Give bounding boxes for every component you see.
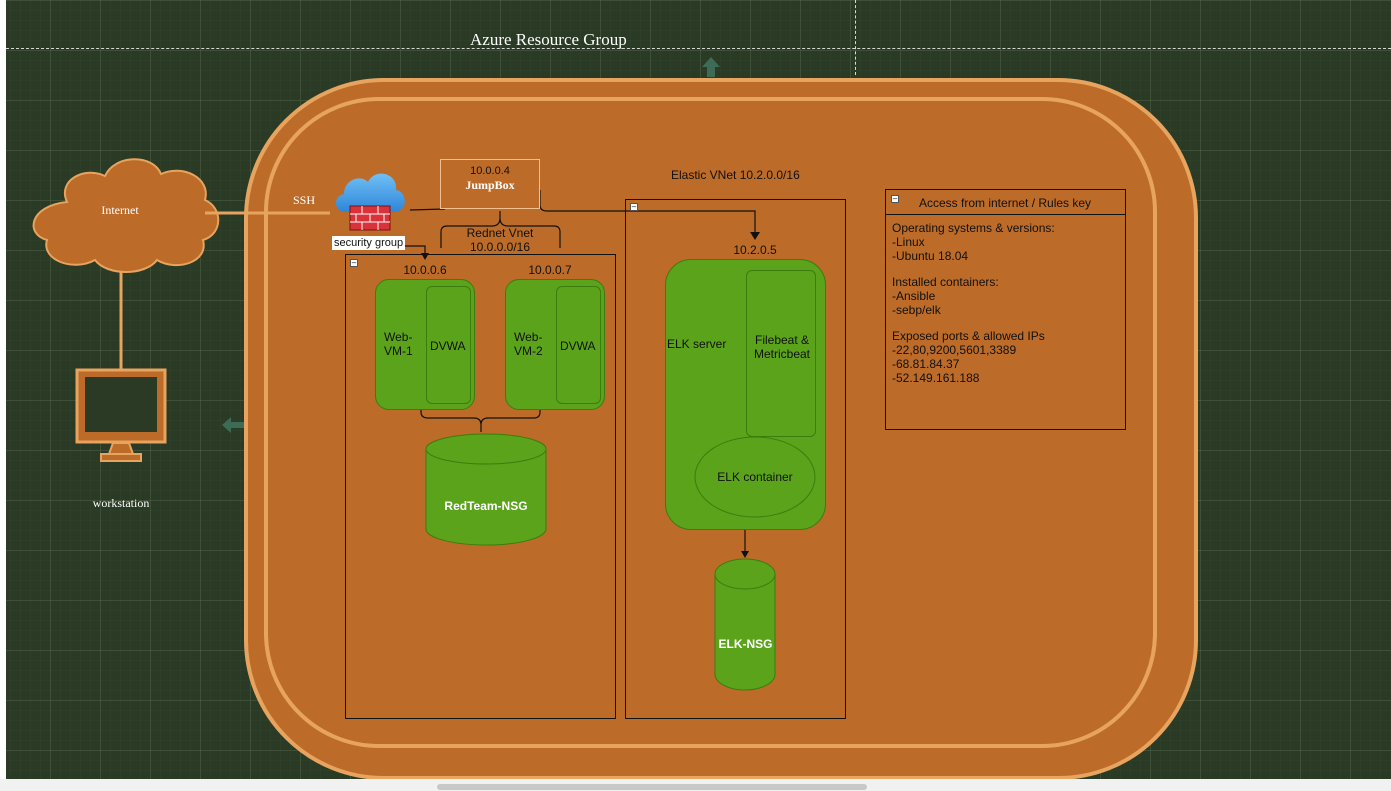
ssh-label: SSH	[293, 193, 316, 207]
dvwa-label-1: DVWA	[430, 339, 466, 353]
rules-key-panel[interactable]: – Access from internet / Rules key Opera…	[885, 189, 1126, 430]
page-break-vertical	[855, 0, 856, 75]
horizontal-scrollbar-thumb[interactable]	[437, 784, 867, 790]
rules-key-title: Access from internet / Rules key	[919, 196, 1092, 210]
jumpbox-node[interactable]: 10.0.0.4 JumpBox	[440, 159, 540, 209]
os-heading: Operating systems & versions:	[892, 221, 1055, 235]
rednet-label-group: Rednet Vnet 10.0.0.0/16	[450, 226, 550, 254]
dvwa-label-2: DVWA	[560, 339, 596, 353]
ports-heading: Exposed ports & allowed IPs	[892, 329, 1045, 343]
security-group-label[interactable]: security group	[332, 236, 406, 250]
workstation-label: workstation	[92, 496, 150, 510]
elk-server-node[interactable]: ELK server Filebeat & Metricbeat ELK con…	[665, 259, 826, 530]
rednet-vnet-container[interactable]	[345, 254, 616, 719]
redteam-nsg-cylinder-icon[interactable]	[424, 433, 548, 547]
beats-label: Filebeat & Metricbeat	[753, 333, 811, 361]
monitor-icon[interactable]	[75, 368, 167, 464]
jumpbox-name: JumpBox	[465, 178, 515, 192]
firewall-cloud-icon[interactable]	[332, 168, 408, 232]
up-arrow-hint-icon[interactable]	[700, 56, 722, 78]
elk-nsg-label: ELK-NSG	[718, 637, 773, 651]
resource-group-title[interactable]: Azure Resource Group	[470, 30, 627, 49]
redteam-nsg-label: RedTeam-NSG	[444, 499, 528, 513]
ports-item: -52.149.161.188	[892, 371, 980, 385]
jumpbox-ip: 10.0.0.4	[470, 165, 510, 177]
container-item: -Ansible	[892, 289, 936, 303]
cloud-icon[interactable]	[27, 150, 221, 275]
rednet-label: Rednet Vnet	[466, 226, 534, 240]
elk-ip: 10.2.0.5	[733, 243, 777, 257]
dvwa-container-1[interactable]: DVWA	[426, 286, 471, 404]
beats-container[interactable]: Filebeat & Metricbeat	[746, 270, 816, 437]
ports-item: -68.81.84.37	[892, 357, 960, 371]
containers-heading: Installed containers:	[892, 275, 999, 289]
vm2-ip: 10.0.0.7	[528, 263, 572, 277]
elk-nsg-cylinder-icon[interactable]	[714, 558, 777, 692]
vm1-ip: 10.0.0.6	[403, 263, 447, 277]
web-vm-2[interactable]: Web-VM-2 DVWA	[505, 279, 605, 410]
page-break-horizontal	[6, 48, 1391, 49]
rules-key-header: – Access from internet / Rules key	[886, 190, 1125, 215]
collapse-icon[interactable]: –	[630, 202, 638, 211]
os-item: -Linux	[892, 235, 925, 249]
elastic-vnet-label: Elastic VNet 10.2.0.0/16	[671, 168, 800, 182]
resource-group-inner-border	[264, 97, 1157, 748]
collapse-icon[interactable]: –	[891, 194, 899, 203]
left-arrow-hint-icon[interactable]	[221, 416, 245, 434]
container-item: -sebp/elk	[892, 303, 941, 317]
web-vm-1-label: Web-VM-1	[384, 330, 413, 358]
elk-container-ellipse-icon[interactable]	[693, 436, 817, 520]
internet-label: Internet	[101, 203, 139, 217]
elk-server-label: ELK server	[667, 337, 727, 351]
rednet-cidr: 10.0.0.0/16	[469, 240, 531, 254]
left-edge	[0, 0, 6, 791]
ports-item: -22,80,9200,5601,3389	[892, 343, 1017, 357]
dvwa-container-2[interactable]: DVWA	[556, 286, 601, 404]
os-item: -Ubuntu 18.04	[892, 249, 969, 263]
web-vm-2-label: Web-VM-2	[514, 330, 543, 358]
elastic-vnet-container[interactable]	[625, 199, 846, 719]
web-vm-1[interactable]: Web-VM-1 DVWA	[375, 279, 475, 410]
elk-container-label: ELK container	[717, 470, 793, 484]
collapse-icon[interactable]: –	[350, 258, 358, 267]
